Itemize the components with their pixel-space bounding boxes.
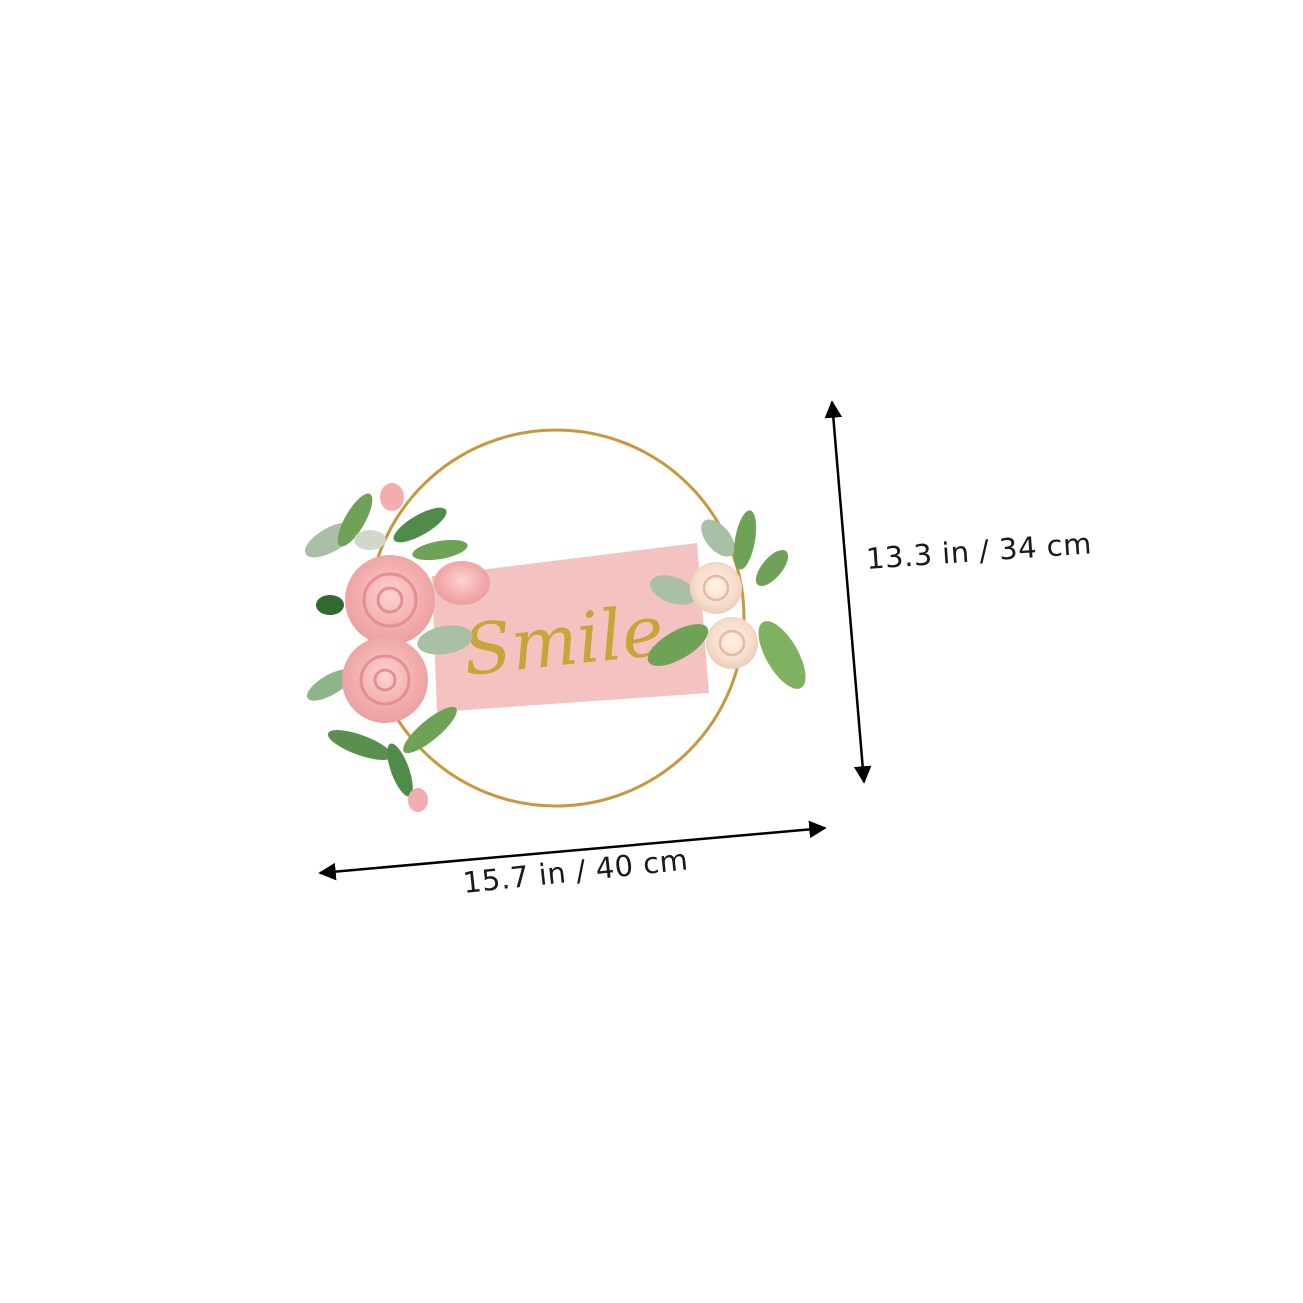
leaf xyxy=(393,507,447,543)
leaf xyxy=(337,493,373,547)
rose xyxy=(345,555,435,645)
rosebud xyxy=(434,561,490,605)
rose xyxy=(706,617,758,669)
leaf xyxy=(354,530,386,550)
height-arrow xyxy=(824,400,872,784)
leaf xyxy=(758,621,806,689)
leaf xyxy=(417,625,473,655)
leaf xyxy=(403,706,457,754)
leaf xyxy=(387,743,413,797)
leaf xyxy=(327,730,393,760)
rose xyxy=(690,562,742,614)
leaf xyxy=(316,595,344,615)
leaf xyxy=(647,624,709,666)
width-arrow xyxy=(318,820,827,881)
left-floral-cluster xyxy=(305,483,490,812)
leaf xyxy=(306,669,354,701)
right-floral-cluster xyxy=(647,510,806,689)
leaf xyxy=(733,510,757,570)
leaf xyxy=(412,539,468,561)
leaf xyxy=(650,575,696,605)
leaf xyxy=(701,519,735,557)
pink-sign-panel xyxy=(432,543,709,712)
rosebud xyxy=(380,483,404,511)
rosebud xyxy=(408,788,428,812)
rose xyxy=(342,637,428,723)
leaf xyxy=(755,549,789,587)
